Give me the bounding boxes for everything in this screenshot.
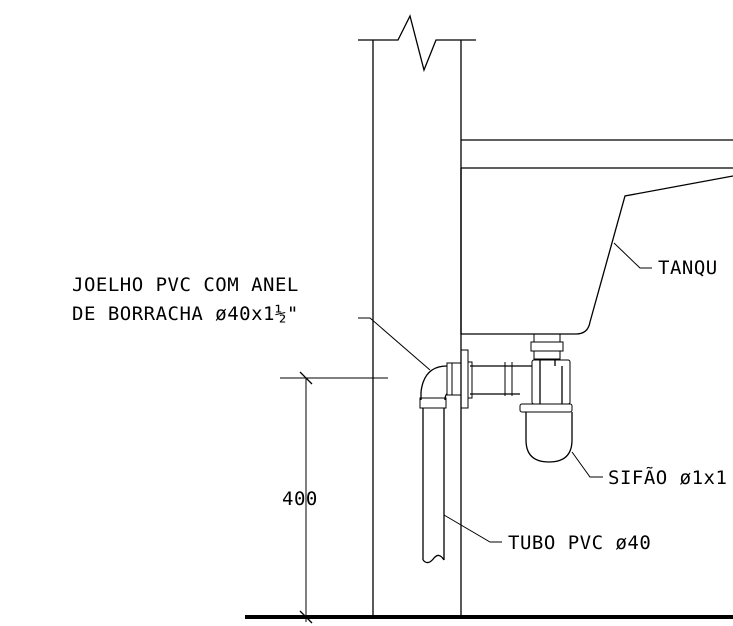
pvc-elbow-and-pipe: [419, 362, 462, 564]
leader-joelho: [358, 317, 431, 371]
leader-sifao: [571, 451, 603, 478]
dimension-400: [280, 371, 388, 624]
label-tanque: TANQU: [658, 257, 718, 279]
label-joelho-line2: DE BORRACHA ø40x1½": [72, 303, 299, 325]
tank: [460, 139, 733, 335]
leader-tanque: [613, 242, 652, 269]
wall-break-symbol: [358, 14, 476, 73]
wall: [358, 14, 476, 615]
dimension-label: 400: [282, 488, 318, 510]
siphon: [460, 333, 573, 463]
label-tubo: TUBO PVC ø40: [508, 532, 651, 554]
label-joelho-line1: JOELHO PVC COM ANEL: [72, 274, 299, 296]
leader-tubo: [443, 514, 502, 543]
label-sifao: SIFÃO ø1x1: [608, 466, 727, 489]
